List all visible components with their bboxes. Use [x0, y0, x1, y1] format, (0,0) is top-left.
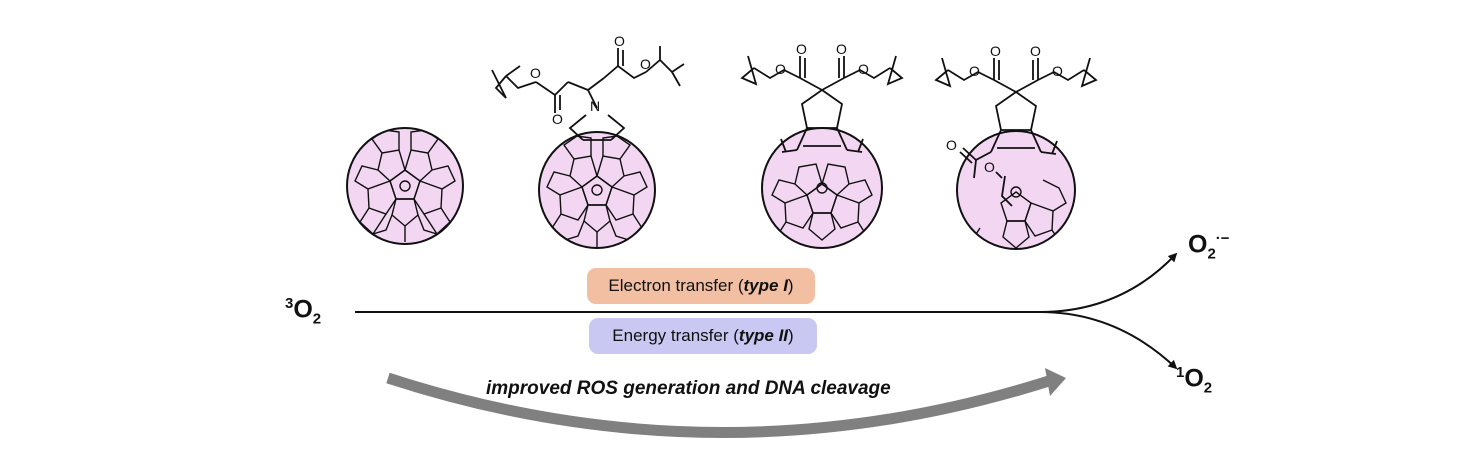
caption-ros-generation: improved ROS generation and DNA cleavage — [486, 378, 891, 399]
svg-text:O: O — [530, 65, 541, 81]
improvement-arrow — [386, 368, 1066, 438]
svg-text:O: O — [858, 61, 869, 77]
atom-labels-adduct: N O O O O — [530, 33, 651, 127]
atom-labels-diester: O O O O — [775, 41, 869, 77]
reaction-lines — [355, 252, 1178, 370]
label-superoxide: O2·− — [1188, 230, 1230, 263]
arrow-to-superoxide — [1039, 252, 1178, 313]
pill-energy-transfer: Energy transfer (type II) — [589, 318, 817, 354]
svg-text:N: N — [590, 98, 600, 114]
svg-text:O: O — [614, 33, 625, 49]
svg-text:O: O — [640, 56, 651, 72]
svg-text:O: O — [969, 63, 980, 79]
label-triplet-oxygen: 3O2 — [285, 295, 322, 328]
label-singlet-oxygen: 1O2 — [1176, 364, 1213, 397]
svg-text:O: O — [1030, 43, 1041, 59]
fullerene-diester-adduct: O O O O — [740, 41, 904, 249]
fullerene-open-cage-adduct: O O O O O O — [934, 43, 1098, 250]
fullerene-pristine — [346, 127, 464, 245]
svg-text:O: O — [796, 41, 807, 57]
svg-text:O: O — [946, 137, 957, 153]
atom-labels-open-cage: O O O O O O — [946, 43, 1063, 175]
svg-text:O: O — [552, 111, 563, 127]
arrow-to-singlet-oxygen — [1039, 311, 1178, 370]
pill-electron-transfer: Electron transfer (type I) — [587, 268, 815, 304]
svg-text:O: O — [1052, 63, 1063, 79]
svg-text:O: O — [836, 41, 847, 57]
svg-text:O: O — [984, 159, 995, 175]
svg-text:O: O — [775, 61, 786, 77]
svg-text:O: O — [990, 43, 1001, 59]
fullerene-pyrrolidine-adduct: N O O O O — [491, 33, 685, 249]
